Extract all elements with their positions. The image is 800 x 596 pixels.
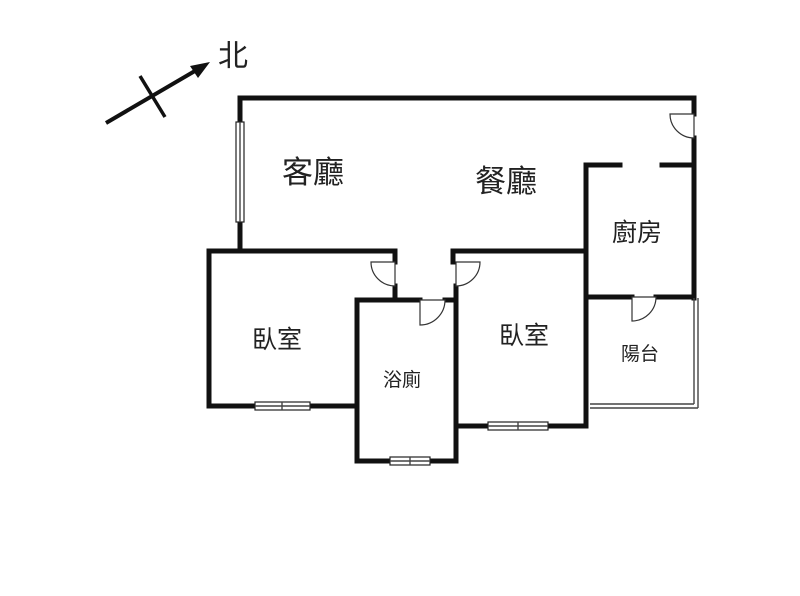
door-bedroom-right [455,261,481,287]
north-arrow-icon [104,62,210,125]
room-label-balcony: 陽台 [621,343,659,365]
room-label-bedroom-right: 臥室 [499,321,549,350]
window-living-left [235,121,245,223]
balcony-railing [590,298,699,409]
door-bathroom [419,299,446,326]
window-bedroom-right [487,421,549,431]
room-label-bedroom-left: 臥室 [252,325,302,354]
walls [206,95,697,464]
north-label: 北 [218,39,248,74]
door-bedroom-left [370,261,396,287]
door-balcony [631,296,657,322]
room-label-living: 客廳 [282,155,344,191]
window-bedroom-left [254,401,311,411]
room-label-bathroom: 浴廁 [383,368,421,391]
room-label-kitchen: 廚房 [612,218,662,247]
window-bathroom [389,456,431,466]
room-label-dining: 餐廳 [475,164,537,200]
door-entrance [669,113,695,139]
